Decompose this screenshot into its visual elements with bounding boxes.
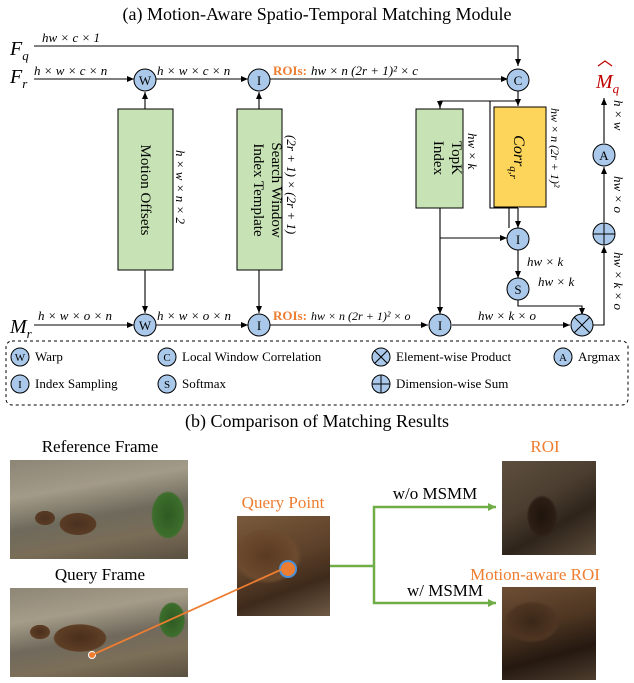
dim-prod: hw × k × o xyxy=(611,252,626,310)
legend-box xyxy=(5,340,629,406)
query-point-label: Query Point xyxy=(242,493,325,512)
search-window-box xyxy=(236,108,283,271)
svg-text:Softmax: Softmax xyxy=(182,376,227,391)
svg-text:W: W xyxy=(15,352,26,364)
motion-offsets-box xyxy=(117,108,174,271)
legend-argmax: A Argmax xyxy=(553,347,621,367)
dim-sample-k: hw × k xyxy=(527,254,563,269)
reference-frame-image xyxy=(10,460,188,559)
warp-top-op: W xyxy=(133,68,157,92)
svg-text:I: I xyxy=(257,73,261,88)
legend-sum: Dimension-wise Sum xyxy=(371,374,508,394)
legend-warp: W Warp xyxy=(10,347,63,367)
corr-label: Corrq,r xyxy=(507,135,527,179)
input-mr: Mr xyxy=(9,316,33,341)
roi-image xyxy=(502,461,596,555)
svg-text:A: A xyxy=(559,352,567,364)
svg-text:Local Window Correlation: Local Window Correlation xyxy=(182,349,322,364)
dim-mr-warped: h × w × o × n xyxy=(157,308,231,323)
svg-text:I: I xyxy=(516,232,520,247)
dim-softmax: hw × k xyxy=(538,274,574,289)
svg-text:Warp: Warp xyxy=(35,349,63,364)
branch-without-arrow xyxy=(296,503,496,568)
index-top-op: I xyxy=(247,68,271,92)
svg-text:S: S xyxy=(164,379,170,391)
svg-text:W: W xyxy=(139,73,152,88)
output-mq: Mq xyxy=(595,71,620,96)
hat-mark xyxy=(597,60,613,67)
corr-box xyxy=(493,106,547,208)
rois-top: ROIs:hw × n (2r + 1)² × c xyxy=(273,63,418,78)
index-bottom-op: I xyxy=(247,313,271,337)
dim-fr-warped: h × w × c × n xyxy=(157,63,230,78)
query-point-marker xyxy=(279,560,297,578)
svg-text:Index Sampling: Index Sampling xyxy=(35,376,118,391)
corr-op: C xyxy=(506,68,530,92)
input-fq: Fq xyxy=(9,38,29,63)
query-frame-label: Query Frame xyxy=(55,565,145,584)
query-point-image xyxy=(237,516,330,616)
dim-fr: h × w × c × n xyxy=(34,63,107,78)
corr-to-i-line xyxy=(490,207,510,228)
fq-line xyxy=(34,45,521,66)
svg-text:I: I xyxy=(18,379,22,391)
index-mid-op: I xyxy=(506,227,530,251)
svg-text:Element-wise Product: Element-wise Product xyxy=(396,349,512,364)
legend: W Warp C Local Window Correlation Element-… xyxy=(10,347,621,394)
dim-sum: hw × o xyxy=(611,176,626,213)
svg-text:I: I xyxy=(257,318,261,333)
roi-label: ROI xyxy=(530,437,560,456)
svg-text:A: A xyxy=(599,148,609,163)
warp-bottom-op: W xyxy=(133,313,157,337)
svg-text:Dimension-wise Sum: Dimension-wise Sum xyxy=(396,376,508,391)
dim-argmax: h × w xyxy=(611,100,626,131)
s-to-prod-arrow xyxy=(517,300,585,315)
motion-roi-label: Motion-aware ROI xyxy=(470,565,600,584)
svg-text:I: I xyxy=(438,318,442,333)
sum-op xyxy=(592,222,616,246)
legend-index: I Index Sampling xyxy=(10,374,118,394)
svg-text:Argmax: Argmax xyxy=(578,349,621,364)
search-window-label: Search WindowIndex Template xyxy=(250,142,284,238)
dim-offsets: h × w × n × 2 xyxy=(173,150,188,224)
query-frame-image xyxy=(10,588,188,677)
topk-index-label: TopKIndex xyxy=(430,141,464,176)
argmax-op: A xyxy=(592,143,616,167)
svg-text:C: C xyxy=(163,352,170,364)
dim-corr: hw × n (2r + 1)² xyxy=(548,108,562,188)
legend-softmax: S Softmax xyxy=(157,374,227,394)
rois-bottom: ROIs:hw × n (2r + 1)² × o xyxy=(273,308,411,323)
with-msmm-label: w/ MSMM xyxy=(407,581,483,600)
product-op xyxy=(570,313,594,337)
reference-frame-label: Reference Frame xyxy=(42,437,159,456)
legend-corr: C Local Window Correlation xyxy=(157,347,322,367)
dim-mr: h × w × o × n xyxy=(38,308,112,323)
dim-topk: hw × k xyxy=(465,133,480,169)
dim-fq: hw × c × 1 xyxy=(42,30,100,45)
dim-sample-o: hw × k × o xyxy=(478,308,536,323)
motion-offsets-label: Motion Offsets xyxy=(137,145,153,236)
dim-template: (2r + 1) × (2r + 1) xyxy=(284,135,299,234)
motion-aware-roi-image xyxy=(502,587,596,680)
without-msmm-label: w/o MSMM xyxy=(393,484,478,503)
input-fr: Fr xyxy=(9,66,28,91)
index-rois-op: I xyxy=(428,313,452,337)
svg-text:S: S xyxy=(514,282,521,297)
svg-text:W: W xyxy=(139,318,152,333)
topk-index-box xyxy=(415,108,464,209)
query-point-dot xyxy=(88,651,96,659)
svg-text:C: C xyxy=(514,73,523,88)
title-b: (b) Comparison of Matching Results xyxy=(185,411,449,432)
legend-product: Element-wise Product xyxy=(371,347,512,367)
title-a: (a) Motion-Aware Spatio-Temporal Matchin… xyxy=(123,4,512,25)
branch-with-arrow xyxy=(372,566,496,607)
softmax-op: S xyxy=(506,277,530,301)
